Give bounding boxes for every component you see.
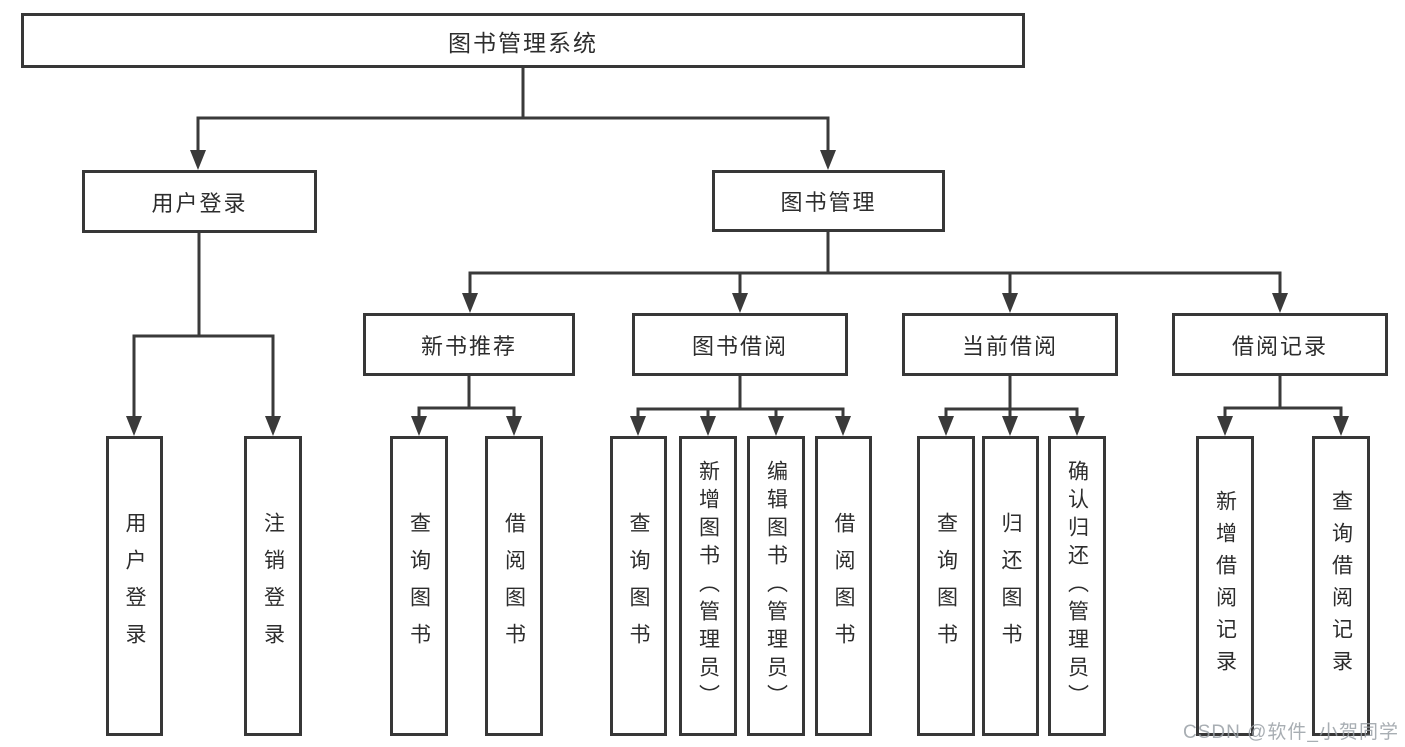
leaf-nbr-borrow-books: 借阅图书	[485, 436, 543, 736]
arrow-down-icon	[1217, 416, 1233, 436]
connector-root-split	[196, 68, 830, 152]
arrow-down-icon	[411, 416, 427, 436]
leaf-user-login: 用户登录	[106, 436, 163, 736]
arrow-down-icon	[700, 416, 716, 436]
arrow-down-icon	[1272, 293, 1288, 313]
leaf-cb-confirm-return-admin: 确认归还（管理员）	[1048, 436, 1106, 736]
arrow-down-icon	[126, 416, 142, 436]
arrow-down-icon	[265, 416, 281, 436]
connector-borrow-records-split	[1223, 376, 1343, 418]
leaf-cb-query-books: 查询图书	[917, 436, 975, 736]
node-label: 图书管理	[780, 190, 877, 215]
node-system-root: 图书管理系统	[21, 13, 1025, 68]
node-new-book-recommend: 新书推荐	[363, 313, 575, 376]
leaf-br-query-record: 查询借阅记录	[1312, 436, 1370, 736]
arrow-down-icon	[768, 416, 784, 436]
node-label: 用户登录	[123, 512, 146, 660]
connector-new-book-split	[417, 376, 516, 418]
leaf-nbr-query-books: 查询图书	[390, 436, 448, 736]
node-label: 归还图书	[999, 512, 1022, 660]
arrow-down-icon	[820, 150, 836, 170]
node-label: 图书借阅	[691, 333, 788, 359]
connector-current-borrowing-split	[944, 376, 1079, 418]
leaf-bb-borrow-books: 借阅图书	[815, 436, 872, 736]
node-label: 查询借阅记录	[1329, 490, 1353, 682]
node-label: 借阅记录	[1231, 333, 1328, 359]
node-book-borrowing: 图书借阅	[632, 313, 848, 376]
arrow-down-icon	[938, 416, 954, 436]
node-label: 新增借阅记录	[1213, 490, 1237, 682]
node-label: 借阅图书	[502, 512, 526, 660]
node-label: 图书管理系统	[448, 29, 598, 56]
arrow-down-icon	[506, 416, 522, 436]
node-label: 新增图书（管理员）	[696, 460, 720, 712]
node-current-borrowing: 当前借阅	[902, 313, 1118, 376]
node-borrowing-records: 借阅记录	[1172, 313, 1388, 376]
arrow-down-icon	[1002, 416, 1018, 436]
connector-book-borrowing-split	[636, 376, 845, 418]
connector-user-login-split	[132, 233, 275, 418]
arrow-down-icon	[462, 293, 478, 313]
node-label: 借阅图书	[832, 512, 855, 660]
leaf-cb-return-books: 归还图书	[982, 436, 1039, 736]
arrow-down-icon	[1069, 416, 1085, 436]
arrow-down-icon	[1002, 293, 1018, 313]
node-user-login: 用户登录	[82, 170, 317, 233]
node-label: 新书推荐	[420, 333, 517, 359]
leaf-br-add-record: 新增借阅记录	[1196, 436, 1254, 736]
arrow-down-icon	[190, 150, 206, 170]
arrow-down-icon	[732, 293, 748, 313]
connector-book-management-split	[468, 232, 1282, 295]
node-label: 编辑图书（管理员）	[764, 460, 788, 712]
node-label: 查询图书	[934, 512, 958, 660]
node-label: 当前借阅	[961, 333, 1058, 359]
leaf-logout: 注销登录	[244, 436, 302, 736]
leaf-bb-query-books: 查询图书	[610, 436, 667, 736]
node-label: 查询图书	[407, 512, 431, 660]
node-label: 查询图书	[627, 512, 650, 660]
node-label: 用户登录	[151, 190, 248, 216]
node-label: 确认归还（管理员）	[1065, 460, 1089, 712]
node-book-management: 图书管理	[712, 170, 945, 232]
csdn-watermark: CSDN @软件_小贺同学	[1183, 722, 1399, 743]
arrow-down-icon	[835, 416, 851, 436]
node-label: 注销登录	[261, 512, 285, 660]
arrow-down-icon	[630, 416, 646, 436]
leaf-bb-add-books-admin: 新增图书（管理员）	[679, 436, 737, 736]
arrow-down-icon	[1333, 416, 1349, 436]
leaf-bb-edit-books-admin: 编辑图书（管理员）	[747, 436, 805, 736]
